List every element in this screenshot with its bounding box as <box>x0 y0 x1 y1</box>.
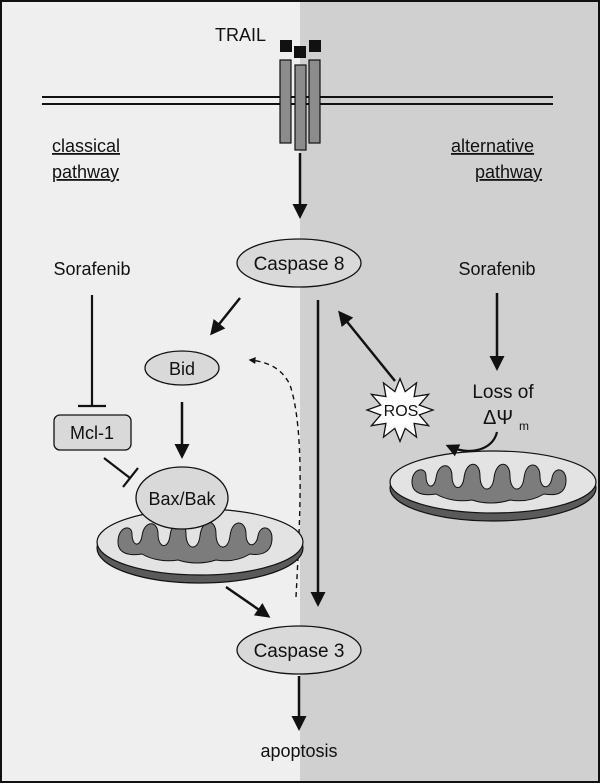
ros-label: ROS <box>384 403 419 420</box>
sorafenib-right-label: Sorafenib <box>458 259 535 279</box>
mcl1-node: Mcl-1 <box>53 414 132 451</box>
inhibition-mcl1-to-baxbak-bar <box>122 467 139 488</box>
left-mitochondrion <box>96 508 304 584</box>
baxbak-node: Bax/Bak <box>135 466 229 530</box>
right-mitochondrion-cristae <box>411 463 567 504</box>
delta-psi-subscript: m <box>519 419 529 433</box>
receptor-chain-left <box>279 59 292 144</box>
caspase3-label: Caspase 3 <box>254 641 345 662</box>
inhibition-mcl1-to-baxbak <box>103 457 131 479</box>
arrow-ros-to-caspase8 <box>338 310 396 382</box>
ros-burst: ROS <box>365 376 435 444</box>
left-mitochondrion-cristae <box>117 521 273 564</box>
right-mitochondrion <box>389 450 597 522</box>
baxbak-label: Bax/Bak <box>148 489 216 509</box>
mcl1-label: Mcl-1 <box>70 423 114 443</box>
caspase3-node: Caspase 3 <box>236 625 362 675</box>
sorafenib-left-label: Sorafenib <box>53 259 130 279</box>
trail-ligand-right <box>309 40 321 52</box>
trail-ligand-middle <box>294 46 306 58</box>
loss-of-label: Loss of <box>472 382 534 403</box>
trail-ligand-left <box>280 40 292 52</box>
bid-label: Bid <box>169 359 195 379</box>
classical-pathway-title: classical <box>52 136 120 156</box>
arrow-mito-to-caspase3 <box>225 585 271 618</box>
classical-pathway-subtitle: pathway <box>52 162 119 182</box>
alternative-pathway-title: alternative <box>451 136 534 156</box>
trail-receptor <box>279 40 321 151</box>
arrow-loss-to-ros <box>445 431 499 457</box>
caspase8-node: Caspase 8 <box>236 238 362 288</box>
apoptosis-label: apoptosis <box>260 741 337 761</box>
caspase8-label: Caspase 8 <box>254 254 345 275</box>
receptor-chain-right <box>308 59 321 144</box>
arrow-caspase8-to-bid <box>210 297 241 336</box>
bid-node: Bid <box>144 350 220 386</box>
delta-psi-symbol: ΔΨ <box>483 407 513 429</box>
alternative-pathway-subtitle: pathway <box>475 162 542 182</box>
trail-label: TRAIL <box>215 25 266 45</box>
receptor-chain-middle <box>294 64 307 151</box>
